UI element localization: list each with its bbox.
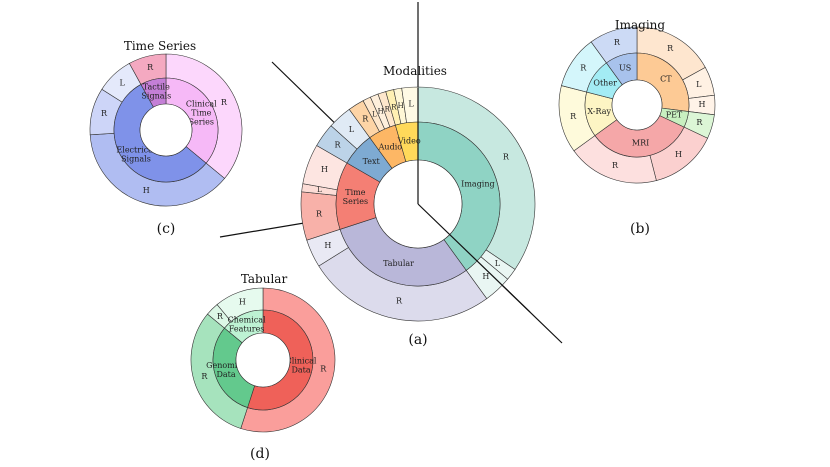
connector-line-a-overlay — [417, 203, 531, 313]
b-outer-label-r-8: R — [614, 38, 621, 47]
b-inner-label-us-5: US — [619, 63, 631, 72]
b-inner-label-pet-1: PET — [666, 111, 683, 120]
a-outer-label-h-2: H — [482, 272, 489, 281]
c-outer-label-r-0: R — [221, 98, 228, 107]
a-outer-label-l-6: L — [317, 186, 322, 194]
chart-caption-b: (b) — [630, 221, 650, 237]
d-outer-label-h-3: H — [239, 298, 246, 307]
b-outer-label-r-7: R — [580, 63, 587, 72]
chart-caption-d: (d) — [250, 446, 270, 462]
b-inner-label-other-4: Other — [593, 78, 617, 87]
c-outer-label-l-3: L — [120, 78, 126, 87]
a-outer-label-l-1: L — [495, 259, 501, 268]
a-outer-label-l-16: L — [408, 100, 414, 109]
b-inner-label-x-ray-3: X-Ray — [587, 107, 611, 116]
d-center-hole — [235, 332, 291, 388]
d-outer-label-r-0: R — [320, 365, 327, 374]
a-outer-label-r-13: R — [385, 105, 391, 113]
a-outer-label-r-14: R — [391, 103, 397, 111]
chart-title-b: Imaging — [615, 18, 666, 32]
b-outer-label-l-1: L — [696, 80, 702, 89]
a-inner-label-audio-4: Audio — [378, 142, 403, 151]
d-outer-label-r-1: R — [201, 372, 208, 381]
b-outer-label-r-3: R — [696, 118, 703, 127]
a-inner-label-video-5: Video — [397, 137, 421, 146]
a-inner-label-text-3: Text — [363, 157, 381, 166]
b-inner-label-ct-0: CT — [660, 75, 672, 84]
a-outer-label-r-5: R — [316, 209, 323, 218]
c-outer-label-h-1: H — [143, 186, 150, 195]
a-outer-label-r-8: R — [334, 141, 341, 150]
a-outer-label-r-10: R — [362, 115, 369, 124]
b-outer-label-r-6: R — [570, 112, 577, 121]
c-outer-label-r-4: R — [147, 63, 154, 72]
b-outer-label-h-2: H — [699, 100, 706, 109]
c-outer-label-r-2: R — [101, 109, 108, 118]
a-outer-label-r-3: R — [396, 297, 403, 306]
d-outer-label-r-2: R — [217, 312, 224, 321]
a-outer-label-h-7: H — [321, 165, 328, 174]
b-center-hole — [611, 79, 663, 131]
a-outer-label-l-11: L — [372, 111, 377, 119]
b-outer-label-r-0: R — [667, 44, 674, 53]
b-outer-label-r-5: R — [612, 161, 619, 170]
b-outer-label-h-4: H — [675, 150, 682, 159]
a-outer-label-r-0: R — [503, 152, 510, 161]
b-inner-label-mri-2: MRI — [632, 138, 649, 147]
chart-title-d: Tabular — [241, 272, 288, 286]
a-inner-label-imaging-0: Imaging — [461, 180, 494, 189]
a-outer-label-h-15: H — [398, 102, 404, 110]
chart-caption-a: (a) — [408, 332, 427, 348]
chart-caption-c: (c) — [157, 221, 176, 237]
a-inner-label-tabular-1: Tabular — [383, 259, 414, 268]
chart-title-c: Time Series — [124, 39, 196, 53]
a-outer-label-h-12: H — [378, 108, 384, 116]
chart-title-a: Modalities — [383, 64, 447, 78]
a-outer-label-l-9: L — [349, 125, 355, 134]
a-outer-label-h-4: H — [324, 241, 331, 250]
c-center-hole — [139, 103, 193, 157]
